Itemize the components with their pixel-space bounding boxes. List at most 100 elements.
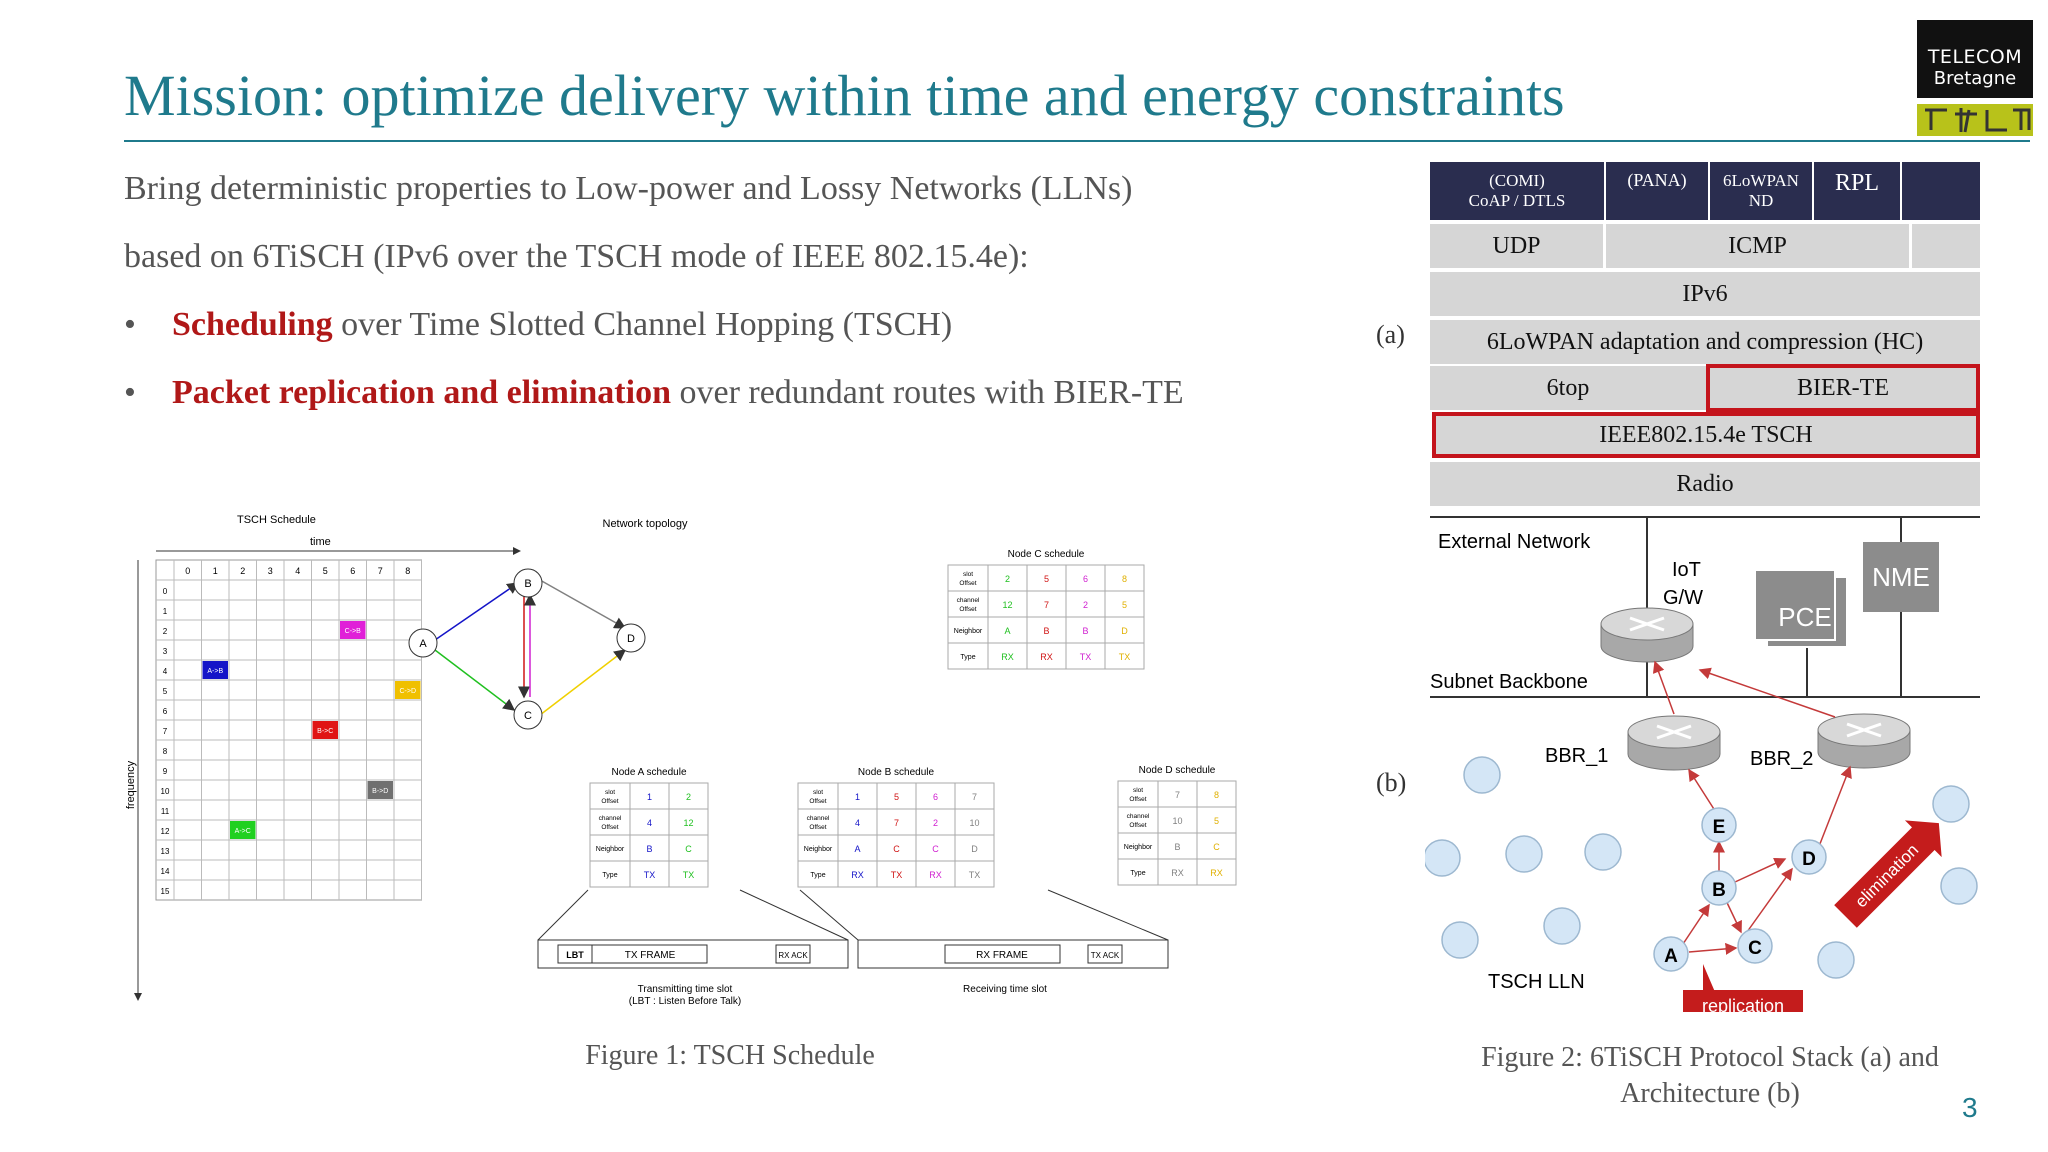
node-d-table-rowlabel: Offset — [1129, 796, 1146, 803]
logo-line2: Bretagne — [1933, 68, 2017, 89]
node-a-table-rowlabel: Neighbor — [596, 846, 625, 853]
lln-label-c: C — [1748, 938, 1762, 959]
freq-tick: 7 — [163, 727, 168, 736]
node-d-table-rowlabel: Type — [1130, 870, 1145, 877]
node-b-table-value: C — [932, 844, 939, 854]
rx-ack-label: RX ACK — [778, 951, 808, 960]
node-a-table-rowlabel: channel — [599, 815, 622, 822]
node-d-table-rowlabel: Neighbor — [1124, 844, 1153, 851]
gw-label: G/W — [1663, 587, 1703, 609]
tx-frame-box — [591, 944, 708, 964]
figure2-caption: Figure 2: 6TiSCH Protocol Stack (a) and … — [1440, 1040, 1980, 1112]
bullet-highlight: Packet replication and elimination — [172, 374, 671, 411]
node-b-table-value: 5 — [894, 792, 899, 802]
freq-tick: 5 — [163, 687, 168, 696]
telecom-bretagne-logo: TELECOM Bretagne — [1917, 20, 2033, 98]
node-b-table-value: TX — [969, 870, 981, 880]
freq-tick: 9 — [163, 767, 168, 776]
node-d-table-value: C — [1213, 842, 1220, 852]
tx-frame-label: TX FRAME — [625, 950, 676, 961]
node-c-table-rowlabel: Offset — [959, 606, 976, 613]
edge-c-d — [539, 649, 627, 716]
node-b-table-rowlabel: slot — [813, 789, 823, 796]
bbr2-label: BBR_2 — [1750, 748, 1813, 770]
time-axis-label: time — [310, 536, 331, 548]
bullet-marker: • — [124, 374, 136, 411]
edge-a-b — [434, 582, 520, 641]
arrow-d-bbr2 — [1815, 765, 1852, 855]
node-b-table-rowlabel: Offset — [809, 824, 826, 831]
bullet-marker: • — [124, 306, 136, 343]
stack-icmp-filler — [1912, 224, 1980, 268]
bullet-highlight: Scheduling — [172, 306, 333, 343]
schedule-cell — [340, 621, 366, 639]
node-a-table-value: 4 — [647, 818, 652, 828]
label-b: (b) — [1376, 768, 1407, 797]
node-c-table-value: RX — [1040, 652, 1053, 662]
schedule-cell-label: B->D — [372, 788, 388, 795]
node-d-table-rowlabel: channel — [1127, 813, 1150, 820]
freq-tick: 1 — [163, 607, 168, 616]
logo-line1: TELECOM — [1927, 46, 2023, 68]
frequency-axis-label: frequency — [125, 760, 137, 809]
freq-tick: 6 — [163, 707, 168, 716]
lln-label-b: B — [1712, 880, 1726, 901]
node-b-table-value: 7 — [972, 792, 977, 802]
node-a-table-value: TX — [683, 870, 695, 880]
node-c-table-title: Node C schedule — [1008, 549, 1085, 560]
stack-udp: UDP — [1430, 224, 1606, 268]
gw-router — [1600, 607, 1694, 663]
time-tick: 1 — [213, 566, 218, 576]
stack-radio: Radio — [1430, 462, 1980, 506]
node-d-table-value: 5 — [1214, 816, 1219, 826]
node-c-table-value: A — [1004, 626, 1010, 636]
node-c-table-value: 8 — [1122, 574, 1127, 584]
bullet-scheduling: •Scheduling over Time Slotted Channel Ho… — [124, 306, 952, 344]
node-b-table-value: RX — [851, 870, 864, 880]
figure2-caption-line2: Architecture (b) — [1620, 1078, 1800, 1109]
node-c-table-rowlabel: Neighbor — [954, 628, 983, 635]
node-b-table-rowlabel: channel — [807, 815, 830, 822]
node-a-table-value: C — [685, 844, 692, 854]
node-c-table-value: 7 — [1044, 600, 1049, 610]
topology-title: Network topology — [603, 518, 688, 530]
stack-tsch: IEEE802.15.4e TSCH — [1432, 412, 1980, 458]
logo-pattern — [1917, 104, 2033, 136]
node-a-table-rowlabel: Offset — [601, 824, 618, 831]
lln-label-d: D — [1802, 849, 1816, 870]
node-c-table-value: B — [1043, 626, 1049, 636]
bbr2-router — [1817, 713, 1911, 769]
schedule-cell-label: C->D — [399, 688, 416, 695]
label-a: (a) — [1376, 320, 1405, 349]
node-d-table-value: 7 — [1175, 790, 1180, 800]
bbr1-router — [1627, 715, 1721, 771]
node-c-table-value: 5 — [1044, 574, 1049, 584]
node-b-table-value: A — [854, 844, 860, 854]
stack-pana: (PANA) — [1606, 162, 1710, 220]
node-b-table-value: TX — [891, 870, 903, 880]
arrow-c-d — [1746, 867, 1793, 933]
node-c-table-value: TX — [1119, 652, 1131, 662]
node-b-table-title: Node B schedule — [858, 767, 935, 778]
stack-icmp: ICMP — [1606, 224, 1912, 268]
time-tick: 3 — [268, 566, 273, 576]
time-tick: 8 — [405, 566, 410, 576]
schedule-cell-label: A->B — [207, 668, 223, 675]
elimination-label: elimination — [1851, 840, 1922, 911]
slide-title: Mission: optimize delivery within time a… — [124, 63, 1565, 128]
node-b-table-value: 2 — [933, 818, 938, 828]
title-underline — [124, 140, 2030, 142]
schedule-cell-label: A->C — [235, 828, 251, 835]
lln-node-d — [1791, 839, 1827, 875]
topo-node-a — [408, 628, 438, 658]
topo-node-b — [513, 568, 543, 598]
edge-b-d — [539, 579, 627, 629]
rx-zoom-line-right — [1047, 889, 1169, 941]
lln-node-b — [1701, 870, 1737, 906]
schedule-cell-label: B->C — [317, 728, 333, 735]
node-c-table-value: B — [1082, 626, 1088, 636]
node-a-table-value: TX — [644, 870, 656, 880]
grid-frame — [155, 559, 422, 901]
node-a-table-value: 12 — [683, 818, 693, 828]
